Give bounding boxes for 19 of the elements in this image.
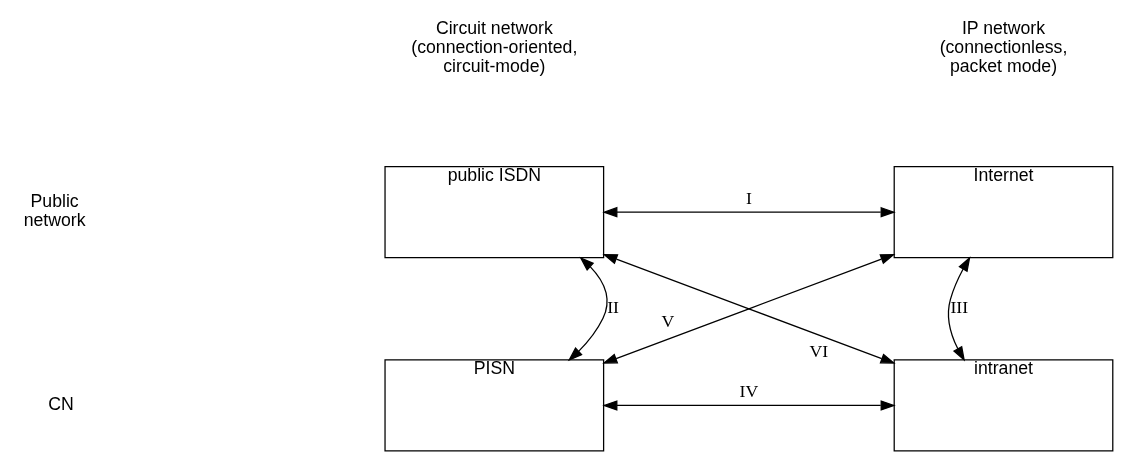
label: IP network (connectionless, packet mode) xyxy=(939,18,1068,77)
node-box: intranet xyxy=(893,359,1114,452)
label: Public network xyxy=(23,191,86,231)
label: Circuit network (connection-oriented, circuit-mode) xyxy=(411,18,578,77)
node-box: public ISDN xyxy=(384,166,605,259)
edge-label: II xyxy=(607,297,619,318)
node-box: PISN xyxy=(384,359,605,452)
arrow xyxy=(602,206,896,218)
edge-label: III xyxy=(950,297,969,318)
arrow xyxy=(602,253,896,364)
edge-label: V xyxy=(661,311,675,332)
label: CN xyxy=(48,394,74,415)
edge-label: I xyxy=(745,187,752,208)
node-box: Internet xyxy=(893,166,1114,259)
arrow xyxy=(947,256,971,362)
edge-label: VI xyxy=(809,340,829,361)
arrow xyxy=(567,256,608,362)
arrow xyxy=(602,400,896,411)
edge-label: IV xyxy=(739,380,759,401)
